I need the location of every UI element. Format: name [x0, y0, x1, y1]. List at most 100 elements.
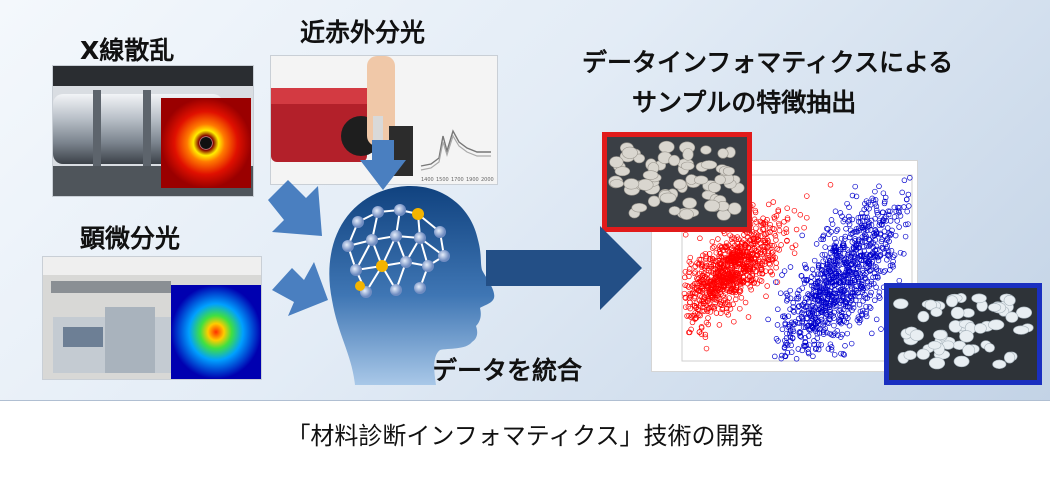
scatter-point	[851, 253, 858, 259]
scatter-point	[829, 221, 836, 227]
scatter-point	[901, 177, 908, 184]
scatter-point	[847, 299, 853, 306]
scatter-point	[706, 256, 713, 262]
scatter-point	[801, 299, 808, 306]
scatter-point	[725, 312, 732, 318]
scatter-point	[836, 317, 842, 323]
scatter-point	[682, 282, 688, 288]
scatter-point	[791, 250, 798, 256]
scatter-point	[745, 314, 752, 320]
scatter-point	[872, 252, 879, 258]
scatter-point	[692, 293, 698, 300]
scatter-point	[833, 247, 839, 253]
scatter-point	[717, 270, 724, 277]
scatter-point	[699, 272, 705, 279]
scatter-point	[760, 246, 766, 253]
scatter-point	[831, 315, 837, 321]
scatter-point	[868, 261, 875, 267]
pellet-shape	[962, 344, 976, 357]
scatter-point	[776, 222, 783, 229]
scatter-point	[817, 280, 823, 286]
scatter-point	[894, 218, 900, 224]
scatter-point	[733, 236, 739, 243]
scatter-point	[875, 212, 881, 218]
scatter-point	[850, 292, 856, 299]
pellet-shape	[693, 175, 709, 185]
scatter-point	[844, 260, 851, 267]
scatter-point	[752, 209, 759, 216]
arrows-and-head	[268, 140, 642, 385]
scatter-point	[821, 299, 827, 306]
scatter-point	[711, 244, 717, 250]
scatter-point	[841, 242, 847, 249]
scatter-point	[813, 345, 819, 351]
scatter-point	[832, 287, 838, 293]
scatter-point	[842, 236, 848, 242]
scatter-point	[778, 355, 785, 362]
scatter-point	[798, 334, 804, 340]
scatter-point	[791, 309, 797, 315]
scatter-point	[868, 266, 874, 273]
scatter-point	[841, 352, 847, 358]
scatter-point	[769, 256, 775, 263]
scatter-point	[820, 236, 827, 243]
scatter-point	[811, 338, 817, 344]
scatter-point	[865, 199, 872, 206]
scatter-point	[884, 237, 890, 243]
scatter-point	[781, 268, 788, 274]
scatter-point	[813, 280, 819, 287]
scatter-point	[824, 225, 830, 232]
scatter-point	[846, 213, 852, 220]
scatter-point	[774, 279, 781, 285]
scatter-point	[762, 219, 769, 225]
scatter-point	[849, 307, 855, 314]
scatter-point	[833, 239, 839, 246]
scatter-point	[882, 241, 889, 247]
scatter-point	[868, 217, 875, 224]
scatter-point	[706, 287, 713, 294]
scatter-point	[867, 242, 873, 249]
scatter-point	[706, 251, 713, 257]
scatter-point	[868, 289, 874, 296]
pellet-shape	[647, 195, 661, 208]
scatter-point	[825, 300, 832, 306]
scatter-point	[826, 294, 832, 300]
scatter-point	[864, 227, 871, 233]
scatter-point	[873, 243, 880, 250]
scatter-point	[692, 269, 698, 275]
scatter-point	[855, 290, 861, 296]
scatter-point	[789, 319, 795, 326]
scatter-point	[810, 288, 817, 295]
pellet-shape	[959, 330, 974, 343]
scatter-point	[846, 322, 853, 329]
scatter-point	[901, 204, 907, 210]
scatter-point	[876, 183, 882, 190]
scatter-point	[866, 283, 872, 289]
figure-caption: 「材料診断インフォマティクス」技術の開発	[0, 424, 1050, 448]
scatter-point	[826, 231, 832, 238]
scatter-point	[788, 342, 794, 349]
scatter-point	[787, 306, 793, 312]
scatter-point	[833, 228, 840, 234]
scatter-point	[857, 285, 864, 291]
scatter-point	[822, 289, 828, 296]
scatter-point	[860, 213, 866, 220]
scatter-point	[796, 287, 802, 294]
scatter-point	[687, 290, 693, 297]
scatter-point	[783, 298, 790, 304]
xray-label: X線散乱	[80, 36, 175, 65]
pellet-shape	[631, 202, 648, 213]
scatter-point	[700, 252, 706, 259]
scatter-point	[891, 214, 898, 220]
scatter-point	[831, 322, 837, 329]
scatter-point	[838, 350, 844, 357]
scatter-point	[806, 310, 812, 317]
scatter-point	[779, 272, 785, 278]
scatter-point	[827, 250, 834, 256]
pellet-shape	[928, 340, 942, 350]
scatter-point	[730, 275, 736, 281]
scatter-point	[860, 251, 867, 258]
scatter-point	[787, 334, 794, 340]
scatter-point	[715, 287, 722, 293]
scatter-point	[696, 260, 703, 266]
